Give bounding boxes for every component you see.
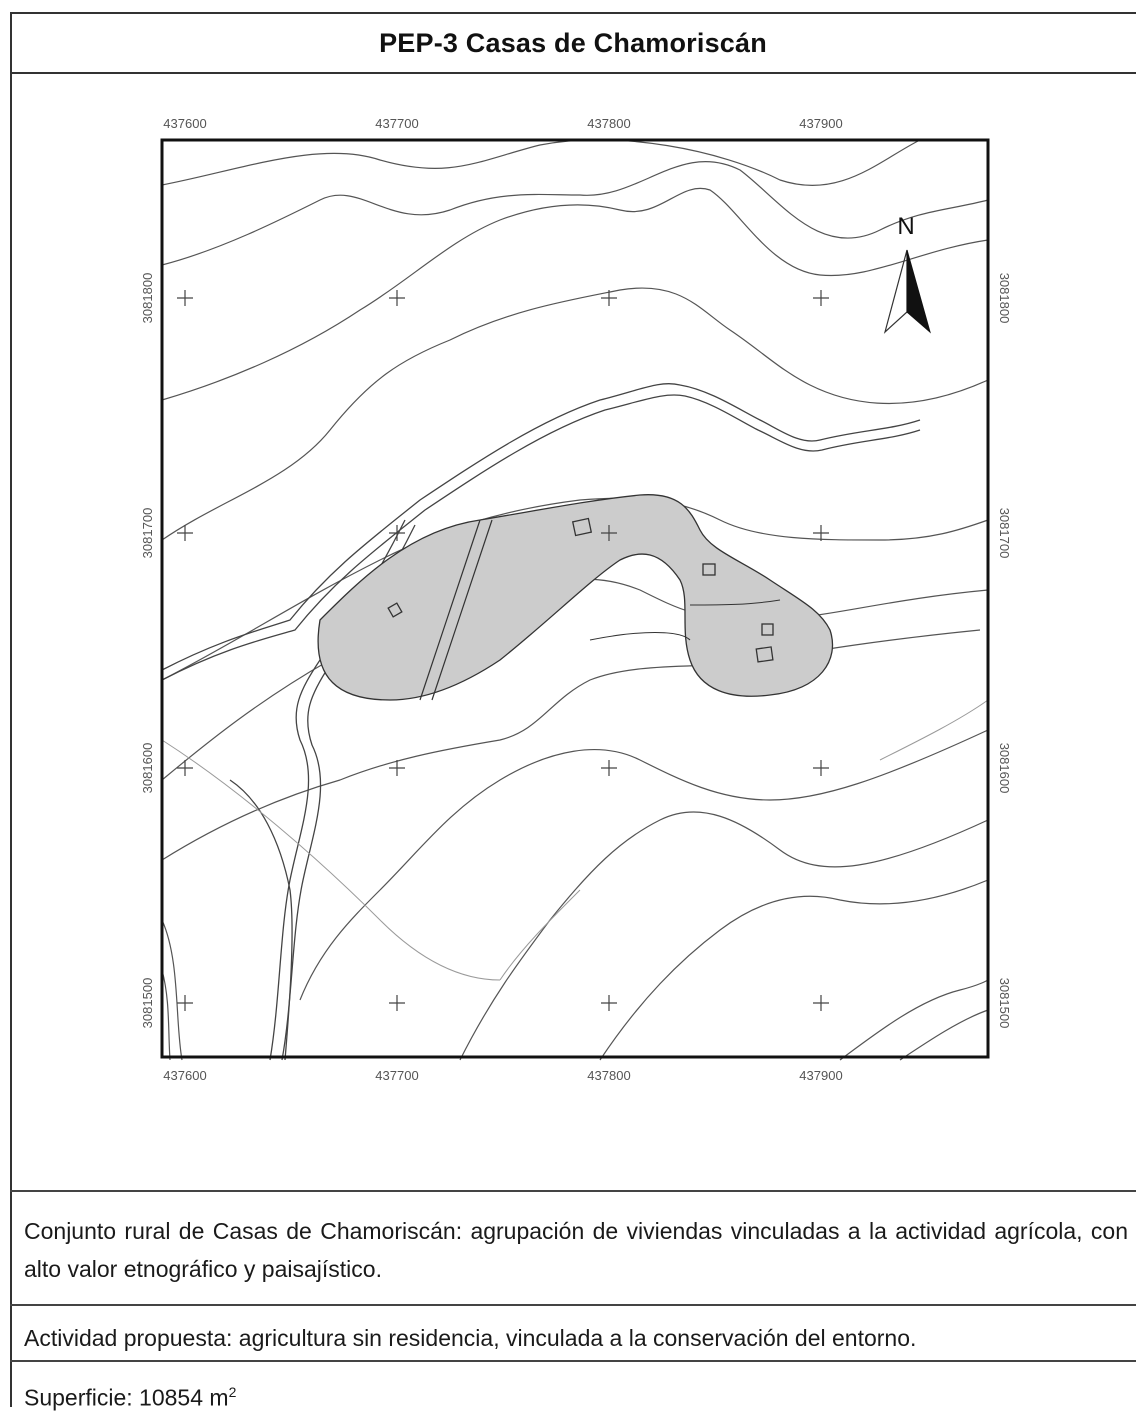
north-arrow-icon: N: [883, 213, 931, 334]
road: [161, 383, 921, 1061]
grid-crosses: [177, 290, 829, 1011]
title-divider: [10, 72, 1136, 74]
x-tick-top-4: 437900: [799, 116, 842, 131]
divider-surface: [10, 1360, 1136, 1362]
page-title: PEP-3 Casas de Chamoriscán: [379, 27, 767, 58]
x-tick-bottom-1: 437600: [163, 1068, 206, 1083]
description-text: Conjunto rural de Casas de Chamoriscán: …: [24, 1218, 1128, 1282]
x-tick-top-3: 437800: [587, 116, 630, 131]
surface-label: Superficie: 10854 m: [24, 1384, 229, 1411]
y-tick-left-2: 3081700: [140, 508, 155, 559]
x-tick-bottom-4: 437900: [799, 1068, 842, 1083]
y-tick-right-3: 3081600: [997, 743, 1012, 794]
buildings: [387, 517, 774, 663]
map[interactable]: N 437600 437700 437800 437900 437600 437…: [120, 100, 1040, 1100]
parcel[interactable]: [317, 494, 834, 701]
surface-text: Superficie: 10854 m2: [24, 1373, 236, 1417]
y-tick-right-1: 3081800: [997, 273, 1012, 324]
x-tick-bottom-3: 437800: [587, 1068, 630, 1083]
y-tick-right-4: 3081500: [997, 978, 1012, 1029]
contour-lines: [161, 139, 989, 1061]
map-frame: [160, 138, 990, 1059]
north-label: N: [897, 213, 914, 240]
y-tick-left-3: 3081600: [140, 743, 155, 794]
boundary-lines: [161, 699, 989, 981]
x-tick-bottom-2: 437700: [375, 1068, 418, 1083]
sheet-frame: [10, 12, 1136, 1407]
divider-description: [10, 1190, 1136, 1192]
activity-text: Actividad propuesta: agricultura sin res…: [24, 1325, 917, 1351]
y-tick-right-2: 3081700: [997, 508, 1012, 559]
divider-activity: [10, 1304, 1136, 1306]
x-tick-top-1: 437600: [163, 116, 206, 131]
y-tick-left-4: 3081500: [140, 978, 155, 1029]
x-tick-top-2: 437700: [375, 116, 418, 131]
surface-superscript: 2: [228, 1384, 237, 1400]
y-tick-left-1: 3081800: [140, 273, 155, 324]
